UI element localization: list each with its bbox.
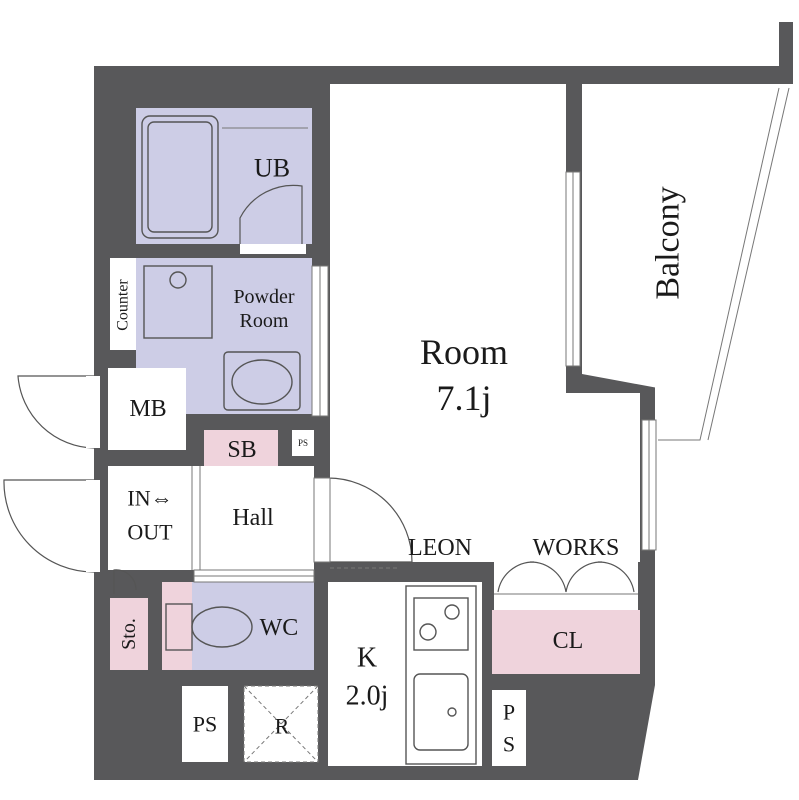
- sb-label: SB: [227, 437, 256, 463]
- cl-label: CL: [553, 628, 584, 654]
- entrance-opening: [86, 480, 100, 572]
- shoe-box: [204, 430, 278, 466]
- works-cabinet: [494, 562, 638, 610]
- ps-small-box: [292, 430, 314, 456]
- balcony-floor: [582, 84, 779, 430]
- leon-label: LEON: [408, 535, 472, 561]
- mb-door: [17, 375, 95, 449]
- in-out-label-1: IN⇔: [127, 486, 172, 511]
- entrance-door: [3, 479, 95, 573]
- closet-cl: [492, 610, 640, 674]
- refrigerator-label: R: [275, 714, 290, 739]
- wc-label: WC: [260, 615, 299, 641]
- ub-threshold: [240, 244, 306, 254]
- kitchen-label-1: K: [357, 643, 377, 674]
- powder-room-label-1: Powder: [233, 286, 294, 308]
- hall-label: Hall: [232, 505, 274, 531]
- ps-right-box: [492, 690, 526, 766]
- hall-room-door: [327, 477, 413, 563]
- kitchen-counter: [405, 585, 477, 765]
- ps-small-label: PS: [298, 438, 308, 448]
- powder-room-label-2: Room: [240, 310, 289, 332]
- counter-area: [110, 258, 136, 350]
- ps-right-label-2: S: [503, 732, 515, 757]
- mb-opening: [86, 376, 100, 448]
- bathtub: [141, 115, 219, 239]
- entrance-floor: [108, 466, 192, 570]
- room-label-1: Room: [420, 332, 508, 372]
- stove: [413, 597, 469, 651]
- wc-side-storage: [162, 582, 192, 670]
- ps-left-label: PS: [193, 712, 217, 737]
- balcony-top-rail: [779, 22, 793, 84]
- sto-label: Sto.: [118, 618, 140, 650]
- in-out-label-2: OUT: [127, 520, 173, 545]
- kitchen-label-2: 2.0j: [346, 681, 389, 712]
- storage-sto: [110, 598, 148, 670]
- hall-room-opening: [313, 477, 331, 563]
- kitchen-sink: [413, 673, 469, 751]
- main-room-floor: [330, 84, 640, 562]
- balcony-rail: [658, 87, 780, 441]
- ps-left-box: [182, 686, 228, 762]
- washbasin: [143, 265, 213, 339]
- ps-right-label-1: P: [503, 700, 515, 725]
- counter-label: Counter: [115, 279, 132, 331]
- mb-label: MB: [129, 396, 166, 422]
- balcony-label: Balcony: [650, 186, 687, 299]
- ub-label: UB: [254, 154, 290, 183]
- balcony-rail-inner: [707, 87, 790, 441]
- ub-door: [239, 184, 303, 244]
- sto-door: [113, 569, 137, 594]
- room-label-2: 7.1j: [436, 378, 491, 418]
- meter-box: [108, 368, 186, 450]
- works-label: WORKS: [533, 535, 620, 561]
- toilet-bowl: [191, 606, 253, 648]
- unit-bath-area: [136, 108, 312, 244]
- washing-machine: [223, 351, 301, 411]
